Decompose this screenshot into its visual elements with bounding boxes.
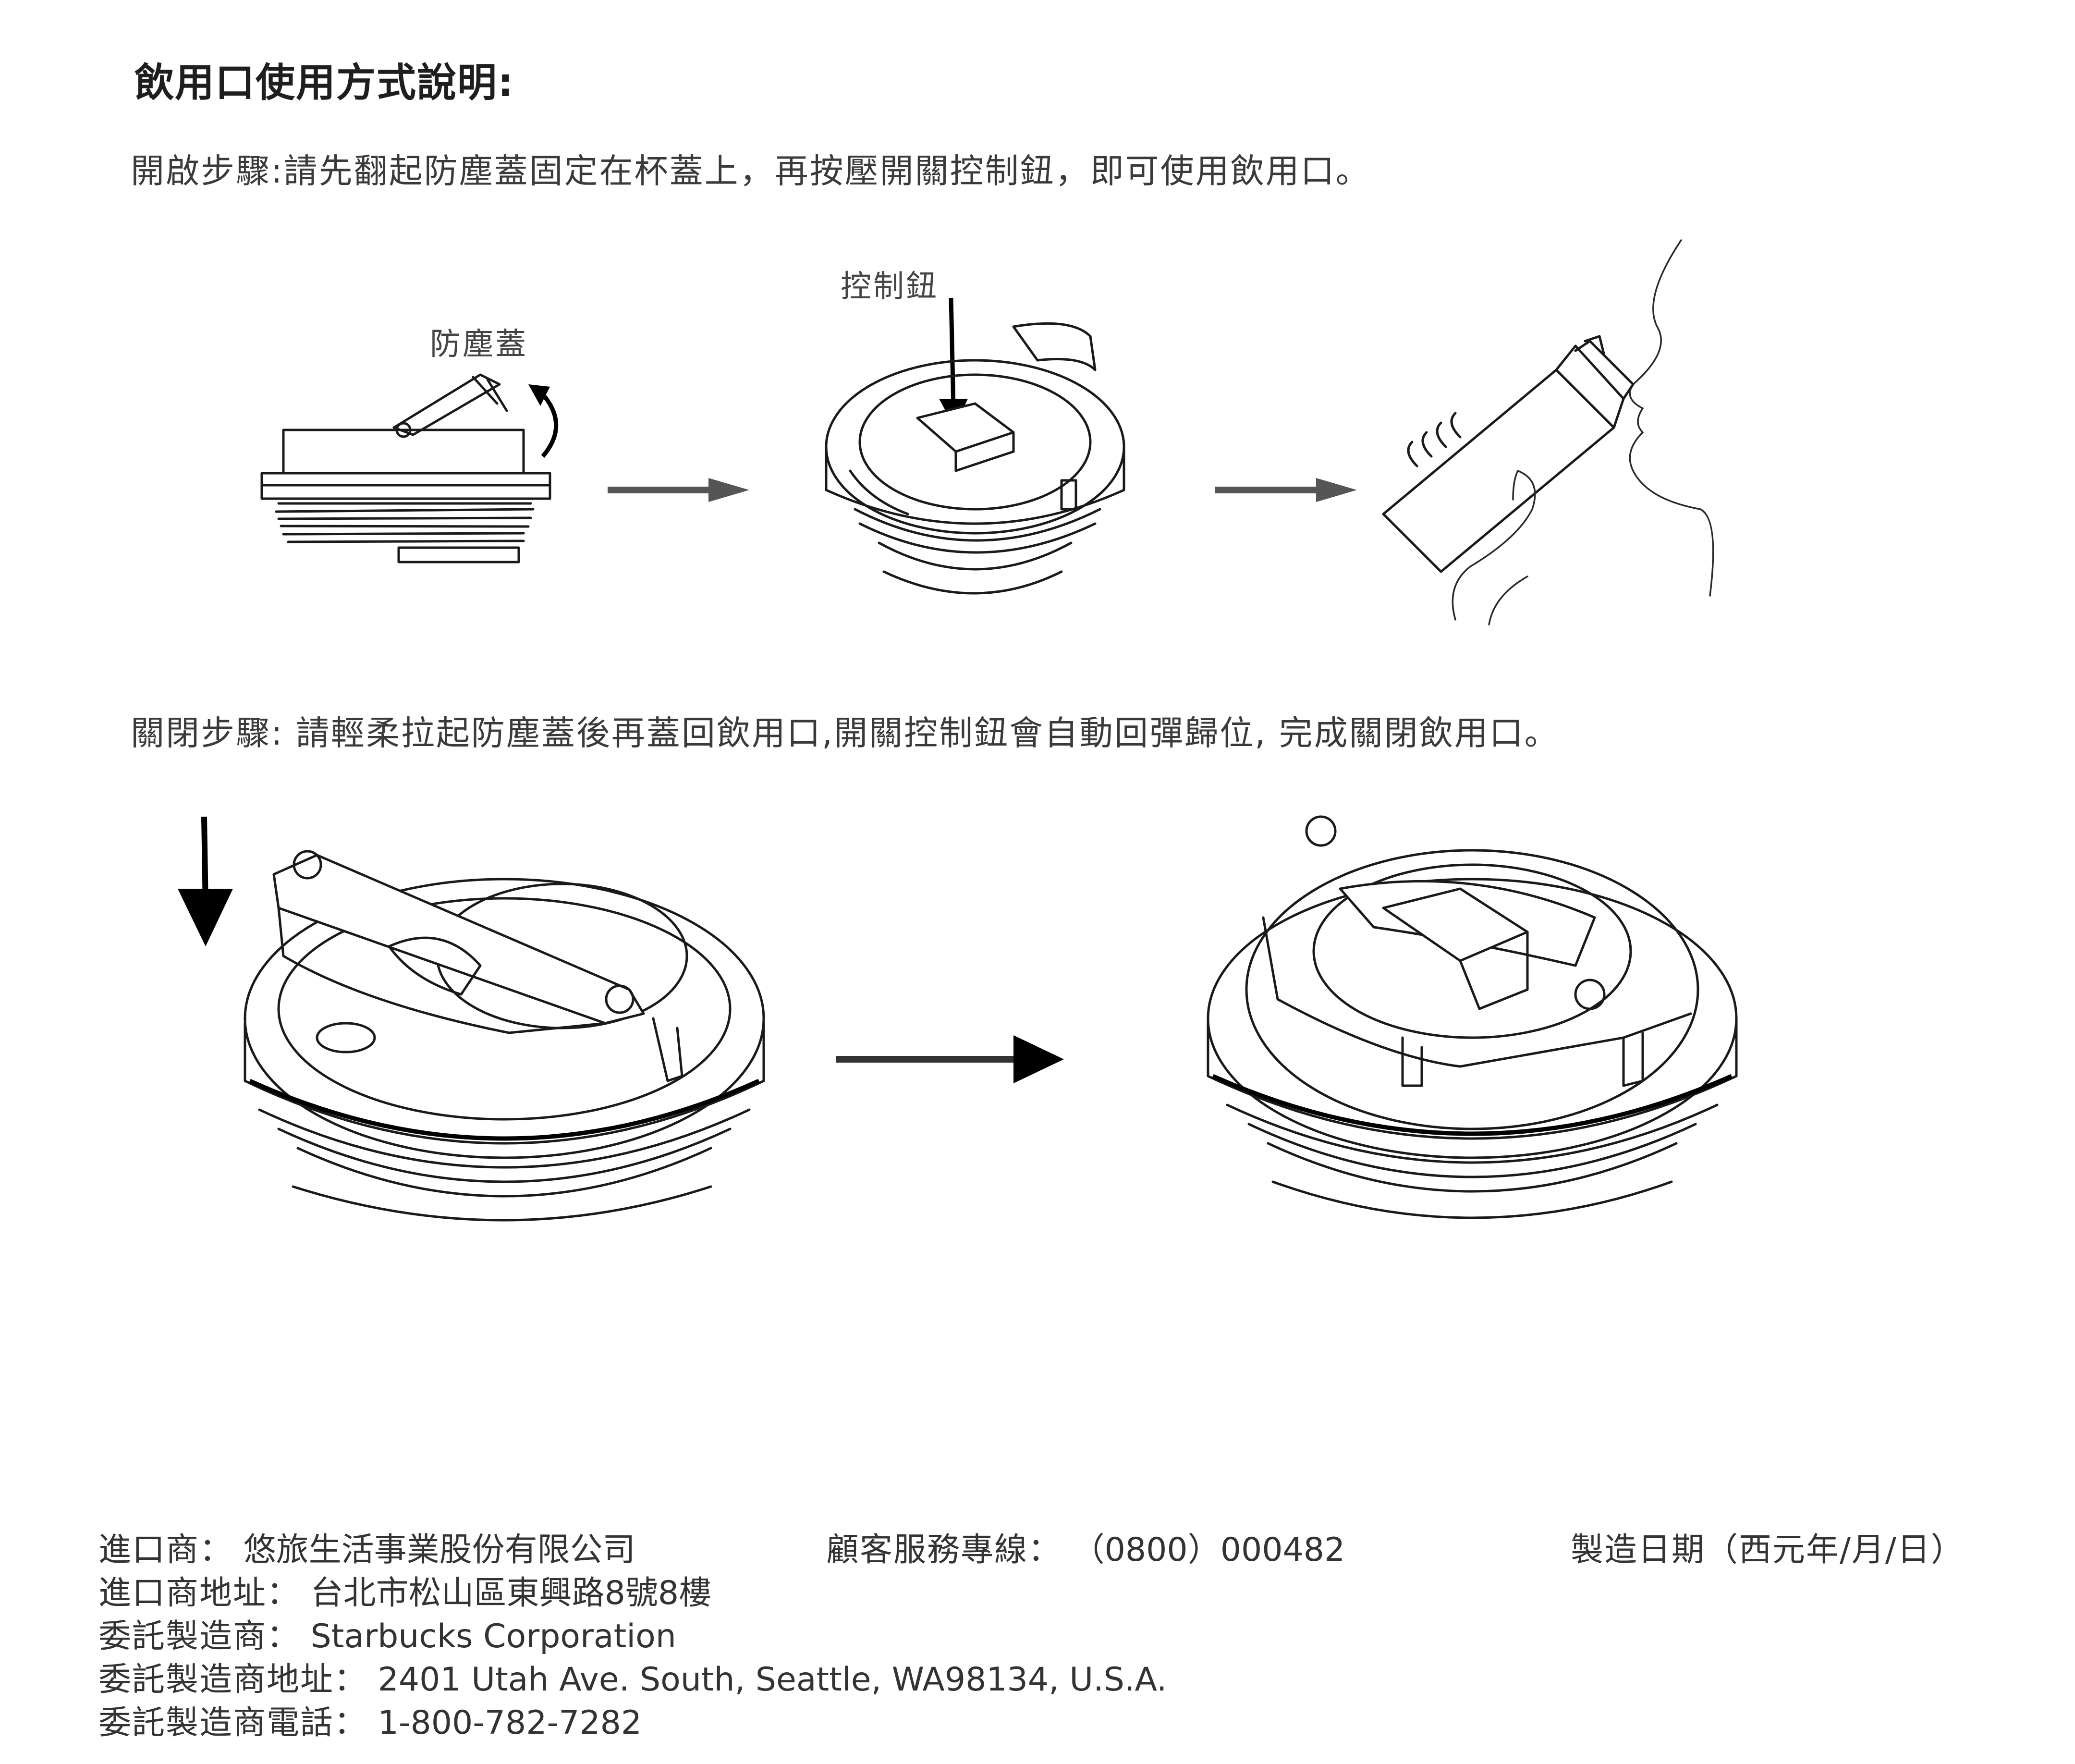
page-title: 飲用口使用方式說明:: [134, 60, 514, 106]
opening-instructions: 開啟步驟:請先翻起防塵蓋固定在杯蓋上，再按壓開關控制鈕，即可使用飲用口。: [131, 151, 1371, 191]
importer-address-value: 台北市松山區東興路8號8樓: [310, 1574, 712, 1612]
dust-cover-label: 防塵蓋: [430, 327, 528, 362]
manufacturer-address-row: 委託製造商地址： 2401 Utah Ave. South, Seattle, …: [98, 1653, 1167, 1700]
manufacturer-value: Starbucks Corporation: [310, 1617, 676, 1655]
lid-open-illustration: [812, 288, 1138, 615]
hotline-value: （0800）000482: [1072, 1531, 1345, 1569]
manufacturer-phone-row: 委託製造商電話： 1-800-782-7282: [98, 1696, 642, 1743]
manufacturer-row: 委託製造商： Starbucks Corporation: [98, 1609, 676, 1657]
importer-address-row: 進口商地址： 台北市松山區東興路8號8樓: [98, 1566, 711, 1614]
hotline-row: 顧客服務專線： （0800）000482: [826, 1523, 1345, 1570]
manufacturer-phone-key: 委託製造商電話：: [98, 1704, 368, 1742]
manufacturer-phone-value: 1-800-782-7282: [378, 1704, 642, 1742]
manufacturer-address-key: 委託製造商地址：: [98, 1661, 368, 1699]
hotline-key: 顧客服務專線：: [826, 1531, 1062, 1569]
importer-address-key: 進口商地址：: [98, 1574, 301, 1612]
arrow-icon: [836, 1035, 1064, 1083]
importer-row: 進口商： 悠旅生活事業股份有限公司: [98, 1523, 635, 1570]
arrow-icon: [608, 478, 749, 502]
manufacturer-key: 委託製造商：: [98, 1617, 301, 1655]
closing-instructions: 關閉步驟: 請輕柔拉起防塵蓋後再蓋回飲用口,開關控制鈕會自動回彈歸位, 完成關閉…: [131, 713, 1560, 753]
importer-key: 進口商：: [98, 1531, 233, 1569]
lid-closed-illustration: [1191, 807, 1753, 1259]
manufacture-date-key: 製造日期（西元年/月/日）: [1571, 1531, 1965, 1569]
lid-closing-illustration: [178, 812, 749, 1254]
control-button-label: 控制鈕: [841, 269, 939, 305]
arrow-icon: [1215, 478, 1357, 502]
importer-value: 悠旅生活事業股份有限公司: [243, 1531, 635, 1569]
manufacture-date-row: 製造日期（西元年/月/日）: [1571, 1523, 1965, 1570]
manufacturer-address-value: 2401 Utah Ave. South, Seattle, WA98134, …: [378, 1661, 1167, 1699]
lid-side-view-illustration: [255, 365, 567, 576]
drinking-illustration: [1374, 240, 1729, 625]
